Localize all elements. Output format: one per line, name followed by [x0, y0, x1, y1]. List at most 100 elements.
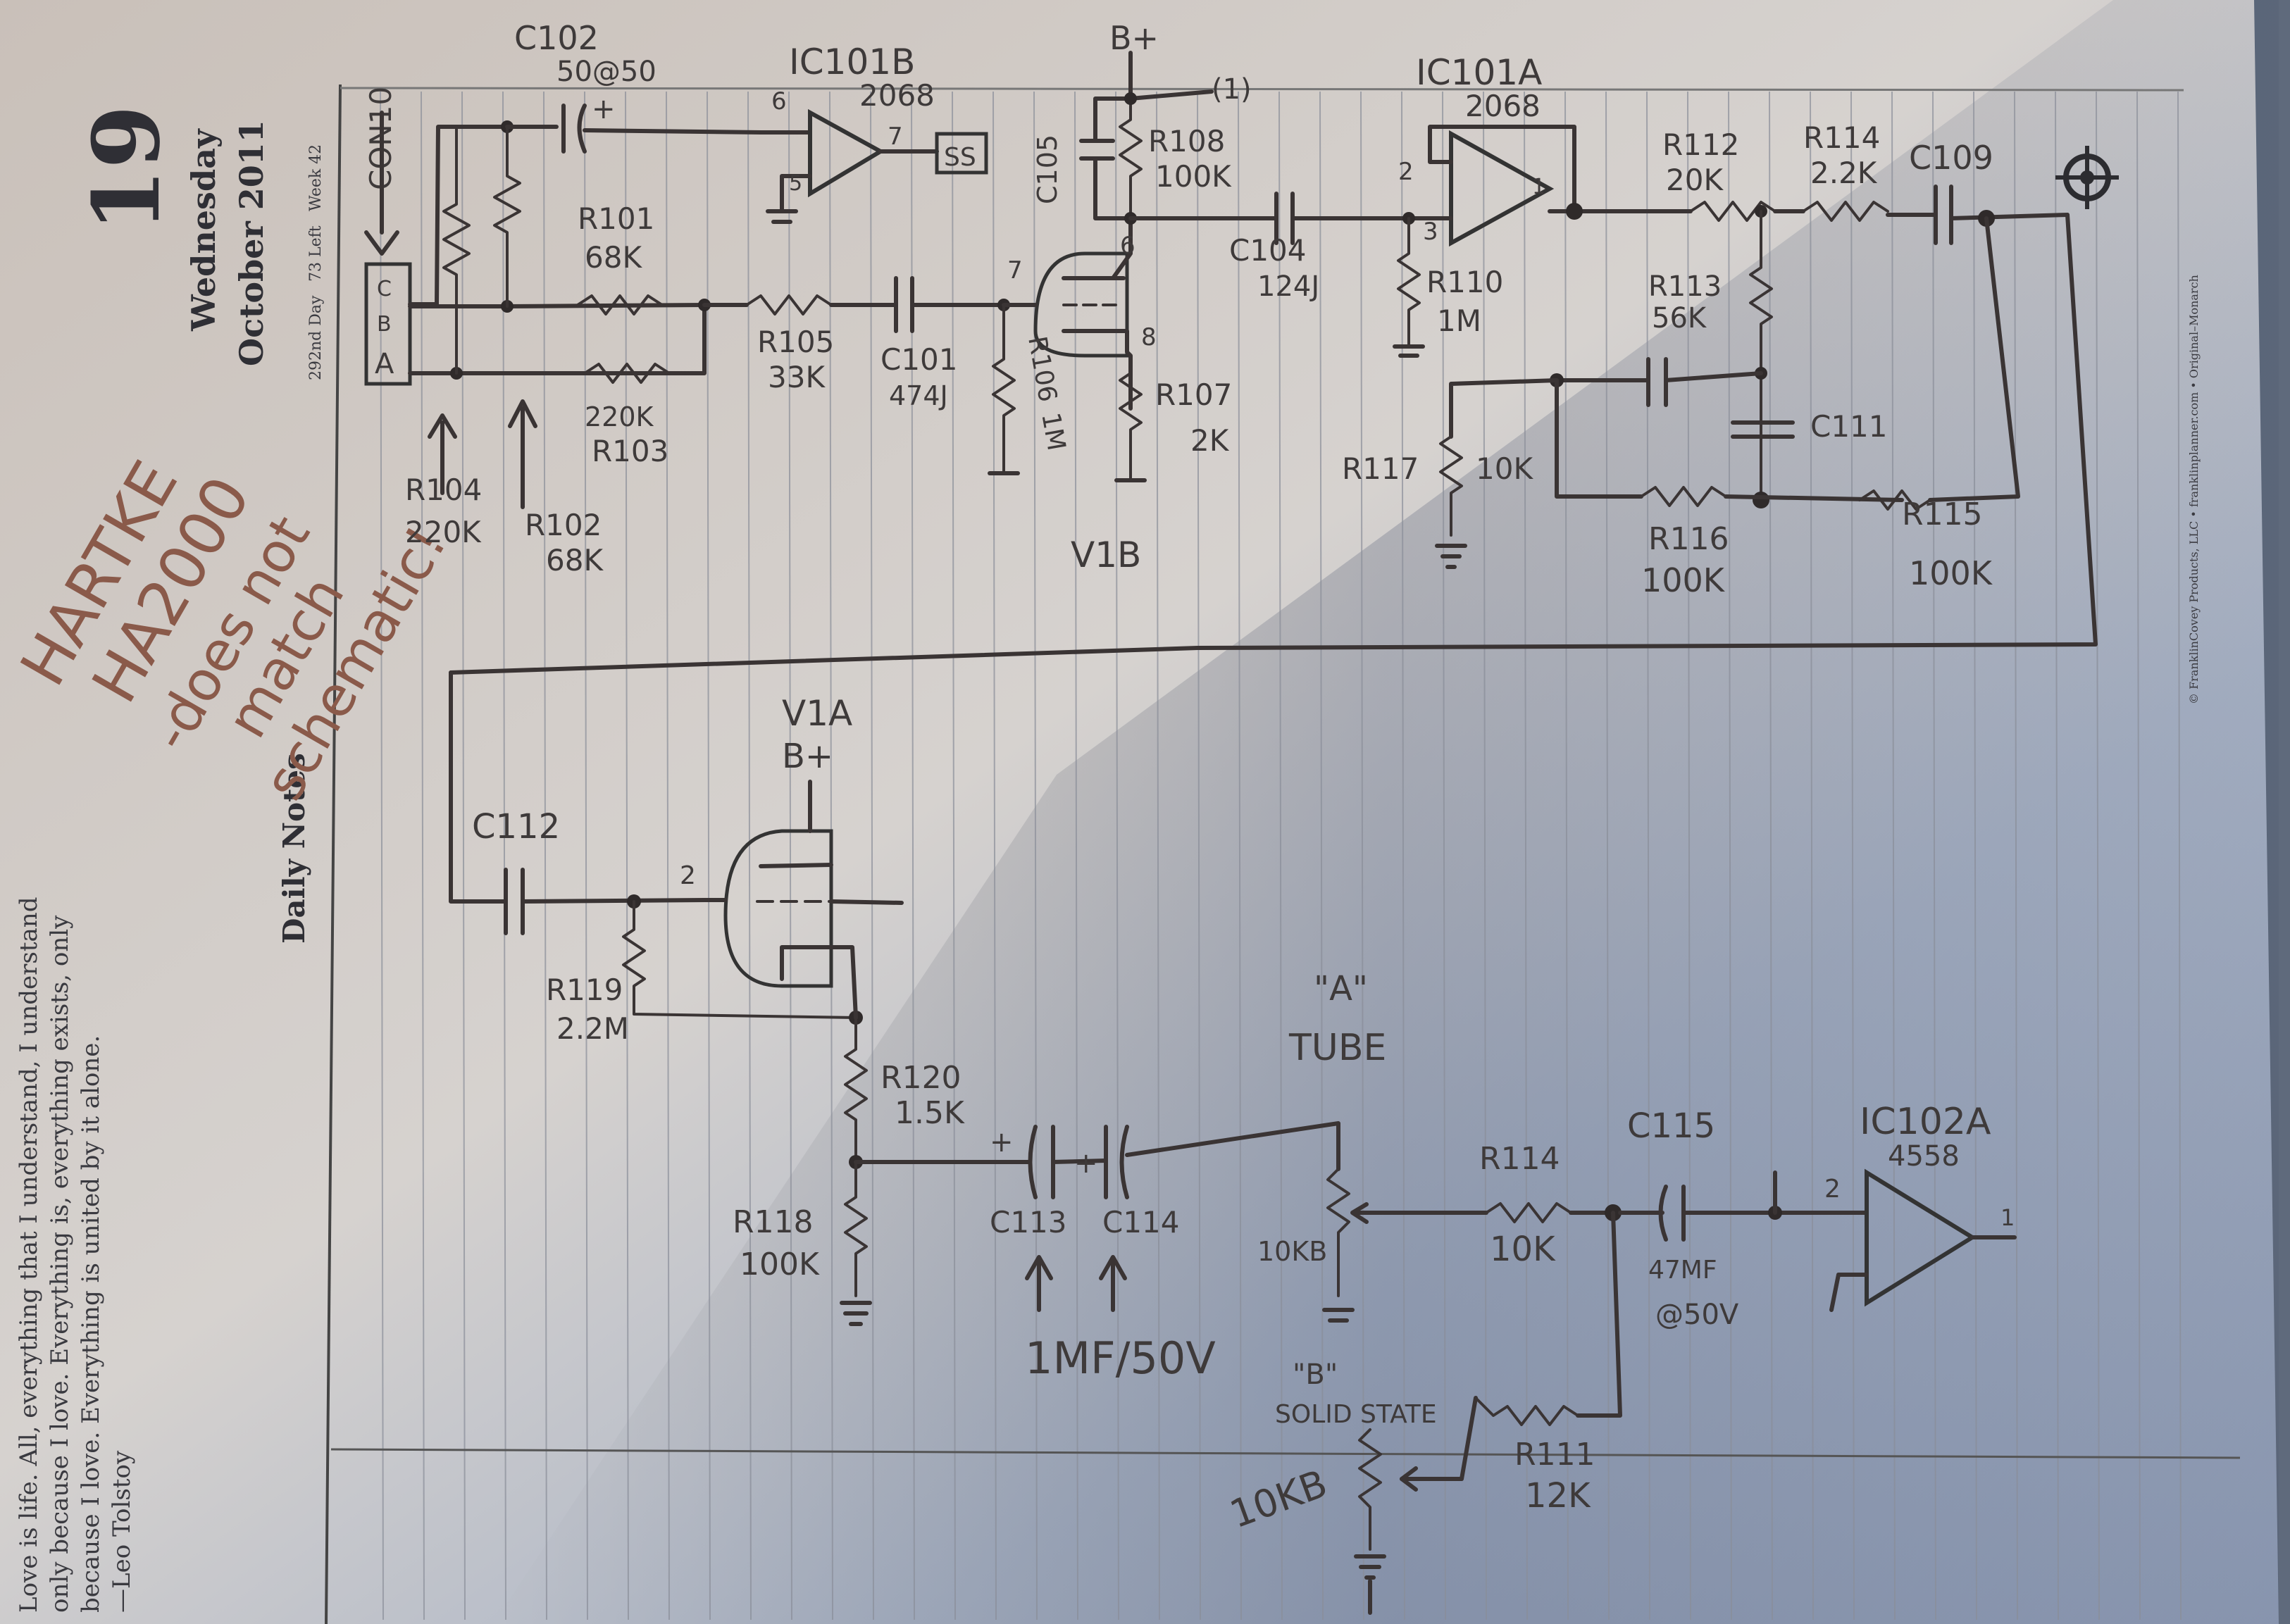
r116-label: R116	[1648, 521, 1729, 557]
c112-label: C112	[472, 807, 560, 847]
ic102a-opamp	[1865, 1168, 1977, 1307]
ruled-line	[1033, 91, 1038, 1620]
r114b-label: R114	[1479, 1141, 1560, 1177]
day-of-year: 292nd Day	[307, 295, 325, 380]
r114b-value: 10K	[1490, 1230, 1556, 1269]
c113-label: C113	[990, 1205, 1067, 1239]
net-1-label: (1)	[1212, 73, 1252, 106]
copyright: © FranklinCovey Products, LLC • franklin…	[2187, 275, 2201, 704]
c115-value-2: @50V	[1655, 1299, 1739, 1331]
tube-a-quote: "A"	[1314, 969, 1368, 1008]
margin-line-left	[325, 84, 342, 1624]
ruled-line	[1524, 91, 1528, 1620]
ruled-line	[1810, 91, 1814, 1620]
ruled-line	[1156, 91, 1160, 1620]
r103-value: 220K	[585, 401, 654, 432]
v1b-pin7: 7	[1007, 256, 1023, 285]
ruled-line	[870, 91, 874, 1620]
ic101b-part: 2068	[859, 78, 935, 113]
r102-value: 68K	[546, 543, 604, 577]
quote-line-2: only because I love. Everything is, ever…	[46, 915, 74, 1613]
ruled-line	[1483, 91, 1487, 1620]
ruled-line	[992, 91, 997, 1620]
ruled-line	[1564, 91, 1569, 1620]
quote-line-3: because I love. Everything is united by …	[77, 1035, 105, 1613]
ic101a-part: 2068	[1465, 89, 1541, 123]
r103-label: R103	[592, 434, 668, 468]
day-number: 19	[73, 105, 180, 232]
r115-label: R115	[1902, 496, 1983, 532]
ic102a-pin2: 2	[1824, 1175, 1841, 1204]
r120-label: R120	[880, 1060, 962, 1096]
ic101b-label: IC101B	[789, 42, 915, 82]
v1b-pin8: 8	[1141, 323, 1157, 351]
r111-label: R111	[1514, 1437, 1595, 1473]
c105-label-group: C105	[1032, 135, 1063, 204]
r112-value: 20K	[1666, 163, 1724, 197]
connector-pin-c: C	[377, 277, 392, 301]
c102-value: 50@50	[556, 56, 656, 88]
ruled-line	[380, 91, 384, 1620]
connector-con10	[364, 262, 412, 386]
ruled-line	[1197, 91, 1201, 1620]
v1a-tube-envelope	[723, 829, 833, 988]
r104-value: 220K	[405, 515, 482, 549]
ruled-line	[952, 91, 956, 1620]
r118-label: R118	[733, 1204, 814, 1240]
bplus-top-label: B+	[1109, 19, 1159, 57]
c115-value-1: 47MF	[1648, 1256, 1717, 1285]
ruled-line	[707, 91, 711, 1620]
r117-label: R117	[1342, 451, 1419, 486]
c101-label: C101	[880, 342, 958, 377]
r114-label: R114	[1803, 120, 1880, 155]
ic101b-pin6: 6	[771, 87, 787, 115]
ic102a-pin1: 1	[2000, 1204, 2015, 1231]
r102-label: R102	[525, 508, 602, 542]
ruled-line	[747, 91, 752, 1620]
tube-a-label: TUBE	[1288, 1027, 1386, 1069]
r107-value: 2K	[1190, 423, 1230, 458]
c102-label: C102	[514, 19, 599, 57]
ruled-line	[1605, 91, 1610, 1620]
section-title-group: Daily Notes	[277, 753, 311, 944]
ic101a-pin2: 2	[1398, 158, 1414, 186]
ruled-line	[502, 91, 506, 1620]
v1a-label: V1A	[782, 693, 852, 734]
ruled-line	[1973, 91, 1977, 1620]
margin-line-top	[340, 87, 2184, 92]
ruled-line	[1278, 91, 1283, 1620]
r106-value: 1M	[1035, 411, 1071, 453]
weekday: Wednesday	[185, 128, 223, 332]
ss-box-label: SS	[944, 143, 976, 172]
r107-label: R107	[1155, 377, 1232, 412]
c101-value: 474J	[889, 380, 948, 411]
ss-box	[935, 132, 988, 175]
r119-label: R119	[546, 973, 623, 1007]
quote-block: Love is life. All, everything that I und…	[15, 897, 136, 1613]
ruled-line	[2177, 91, 2182, 1620]
quote-line-1: Love is life. All, everything that I und…	[15, 897, 43, 1613]
section-title: Daily Notes	[277, 753, 311, 944]
ruled-line	[788, 91, 792, 1620]
week-number: Week 42	[307, 144, 325, 211]
ruled-line	[1891, 91, 1896, 1620]
planner-weekday-block: Wednesday October 2011	[185, 120, 270, 366]
c114-plus: +	[1074, 1147, 1098, 1180]
c104-value: 124J	[1257, 270, 1319, 303]
ruled-line	[2014, 91, 2018, 1620]
r120-value: 1.5K	[895, 1095, 965, 1131]
ruled-line	[2055, 91, 2059, 1620]
c113-plus: +	[990, 1126, 1014, 1158]
ruled-line	[1074, 91, 1078, 1620]
ruled-line	[1442, 91, 1446, 1620]
c115-label: C115	[1627, 1106, 1715, 1146]
r118-value: 100K	[740, 1247, 820, 1282]
ruled-line	[625, 91, 629, 1620]
ruled-line	[1728, 91, 1732, 1620]
ruled-line	[421, 91, 425, 1620]
r115-value: 100K	[1909, 554, 1993, 592]
c114-label: C114	[1102, 1205, 1180, 1239]
shadow-overlay	[493, 0, 2279, 1624]
